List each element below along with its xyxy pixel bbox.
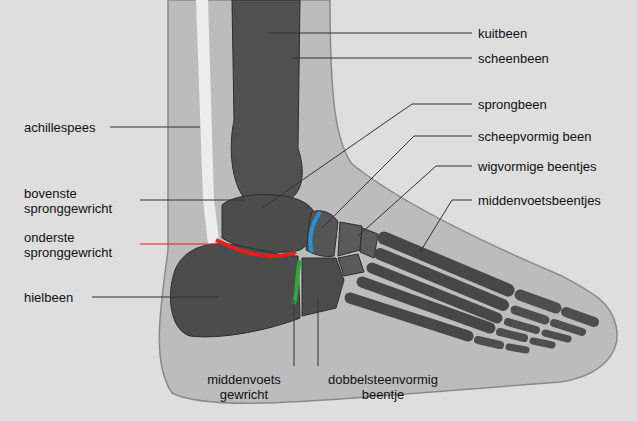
- tibia-bone: [231, 0, 302, 198]
- foot-silhouette: [159, 0, 617, 403]
- part-label: bovenste spronggewricht: [24, 186, 134, 216]
- talonavicular-joint-line: [310, 212, 320, 252]
- leader-lines: [92, 33, 472, 366]
- part-label: middenvoets gewricht: [196, 372, 292, 402]
- achilles-tendon: [196, 0, 222, 262]
- part-label: scheenbeen: [478, 51, 549, 66]
- lower-ankle-joint-line: [216, 240, 296, 256]
- navicular-bone: [306, 211, 338, 257]
- metatarsal-bones: [350, 238, 508, 336]
- part-label: sprongbeen: [478, 97, 547, 112]
- part-label: middenvoetsbeentjes: [478, 193, 601, 208]
- leader-line: [140, 243, 218, 244]
- part-label: scheepvormig been: [478, 129, 591, 144]
- part-label: onderste spronggewricht: [24, 230, 134, 260]
- part-label: hielbeen: [24, 290, 73, 305]
- cuneiform-bone: [338, 254, 364, 276]
- part-label: dobbelsteenvormig beentje: [318, 372, 448, 402]
- part-label: wigvormige beentjes: [478, 159, 597, 174]
- part-label: kuitbeen: [478, 26, 527, 41]
- toe-bones: [478, 295, 594, 350]
- cuneiform-bone: [338, 222, 362, 256]
- midfoot-joint-line: [294, 260, 300, 304]
- part-label: achillespees: [24, 120, 96, 135]
- cuboid-bone: [302, 258, 344, 316]
